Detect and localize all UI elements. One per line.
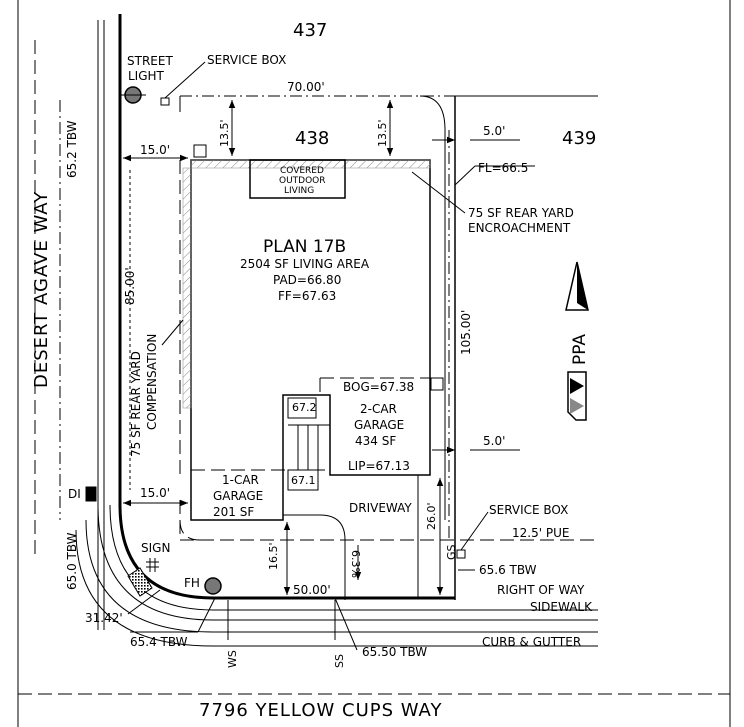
di-label: DI <box>68 487 81 501</box>
ss-label: SS <box>333 654 346 668</box>
rear-compensation-label-1: 75 SF REAR YARD <box>129 351 143 457</box>
rear-compensation-label-2: COMPENSATION <box>145 334 159 430</box>
covered-outdoor-living <box>249 159 346 199</box>
dim-rear-width: 70.00' <box>287 80 325 94</box>
dim-front-setback-garage: 16.5' <box>267 542 280 570</box>
rear-encroachment-label-2: ENCROACHMENT <box>468 221 571 235</box>
rear-lot-curve <box>419 95 446 520</box>
pue-label: 12.5' PUE <box>512 526 569 540</box>
plan-living-area: 2504 SF LIVING AREA <box>240 257 370 271</box>
fl-label: FL=66.5 <box>478 161 528 175</box>
bog-label: BOG=67.38 <box>343 380 414 394</box>
lot-number-subject: 438 <box>295 128 329 149</box>
north-logo-icon <box>567 371 587 421</box>
dim-east-setback-top: 5.0' <box>483 124 505 138</box>
tbw-corner: 65.4 TBW <box>130 635 188 649</box>
dim-curve: 31.42' <box>85 611 123 625</box>
right-of-way-label: RIGHT OF WAY <box>497 583 585 597</box>
service-box-top-icon <box>160 97 170 106</box>
garage1-label-1: 1-CAR <box>222 473 259 487</box>
covered-outdoor-label-2: OUTDOOR <box>279 176 326 186</box>
drain-inlet-icon <box>85 486 97 502</box>
lot-number-east: 439 <box>562 128 596 149</box>
garage-outline <box>191 377 444 491</box>
sidewalk-label: SIDEWALK <box>530 600 593 614</box>
lot-number-north: 437 <box>293 20 327 41</box>
dim-front-setback-right: 26.0' <box>425 502 438 530</box>
sign-label: SIGN <box>141 541 170 555</box>
step-elev-top: 67.2 <box>292 401 317 414</box>
tbw-east: 65.6 TBW <box>479 563 537 577</box>
garage1-label-2: GARAGE <box>213 489 263 503</box>
ws-label: WS <box>226 650 239 668</box>
driveway-edge <box>283 514 346 600</box>
frame <box>17 0 731 727</box>
garage2-label-2: GARAGE <box>354 418 404 432</box>
dim-front-width: 50.00' <box>293 583 331 597</box>
sign-icon <box>146 558 159 572</box>
tbw-west-bottom: 65.0 TBW <box>65 532 79 590</box>
dim-side-setback-bottom: 15.0' <box>140 486 170 500</box>
catch-basin-icon <box>127 567 153 597</box>
house-footprint <box>190 159 431 521</box>
north-arrow-icon <box>565 261 589 311</box>
dim-driveway-slope: 6.3% <box>349 550 362 578</box>
covered-outdoor-label-3: LIVING <box>284 186 314 196</box>
plan-title: PLAN 17B <box>263 237 346 257</box>
dim-west-depth: 85.00' <box>123 267 137 305</box>
driveway-label: DRIVEWAY <box>349 501 412 515</box>
rear-encroachment-label-1: 75 SF REAR YARD <box>468 206 574 220</box>
gs-label: GS <box>445 544 458 560</box>
dim-side-setback-top: 15.0' <box>140 143 170 157</box>
dim-rear-setback-right: 13.5' <box>376 119 389 147</box>
tbw-west-top: 65.2 TBW <box>65 120 79 178</box>
street-west-label: DESERT AGAVE WAY <box>31 191 52 388</box>
fh-label: FH <box>184 576 200 590</box>
west-road-lines <box>34 20 105 630</box>
lip-label: LIP=67.13 <box>348 459 410 473</box>
north-logo-text: PPA <box>570 334 590 365</box>
service-box-bottom-icon <box>456 549 466 559</box>
tbw-front: 65.50 TBW <box>362 645 427 659</box>
setback-lines <box>179 160 598 541</box>
step-elev-bottom: 67.1 <box>291 474 316 487</box>
street-light-label-2: LIGHT <box>128 69 165 83</box>
dim-east-depth: 105.00' <box>459 310 473 355</box>
street-light-label-1: STREET <box>127 54 173 68</box>
dim-rear-setback-left: 13.5' <box>218 119 231 147</box>
garage2-label-1: 2-CAR <box>360 402 397 416</box>
curb-gutter-label: CURB & GUTTER <box>482 635 581 649</box>
covered-outdoor-label-1: COVERED <box>280 166 324 176</box>
fire-hydrant-icon <box>204 577 222 595</box>
corner-marker-icon <box>193 144 207 158</box>
garage2-label-3: 434 SF <box>355 434 396 448</box>
service-box-top-label: SERVICE BOX <box>207 53 286 67</box>
rear-compensation-hatch <box>182 167 192 409</box>
street-south-label: 7796 YELLOW CUPS WAY <box>199 700 442 721</box>
service-box-bottom-label: SERVICE BOX <box>489 503 568 517</box>
plan-pad: PAD=66.80 <box>273 273 341 287</box>
plan-ff: FF=67.63 <box>278 289 336 303</box>
dim-east-setback-bottom: 5.0' <box>483 434 505 448</box>
garage1-label-3: 201 SF <box>213 505 254 519</box>
